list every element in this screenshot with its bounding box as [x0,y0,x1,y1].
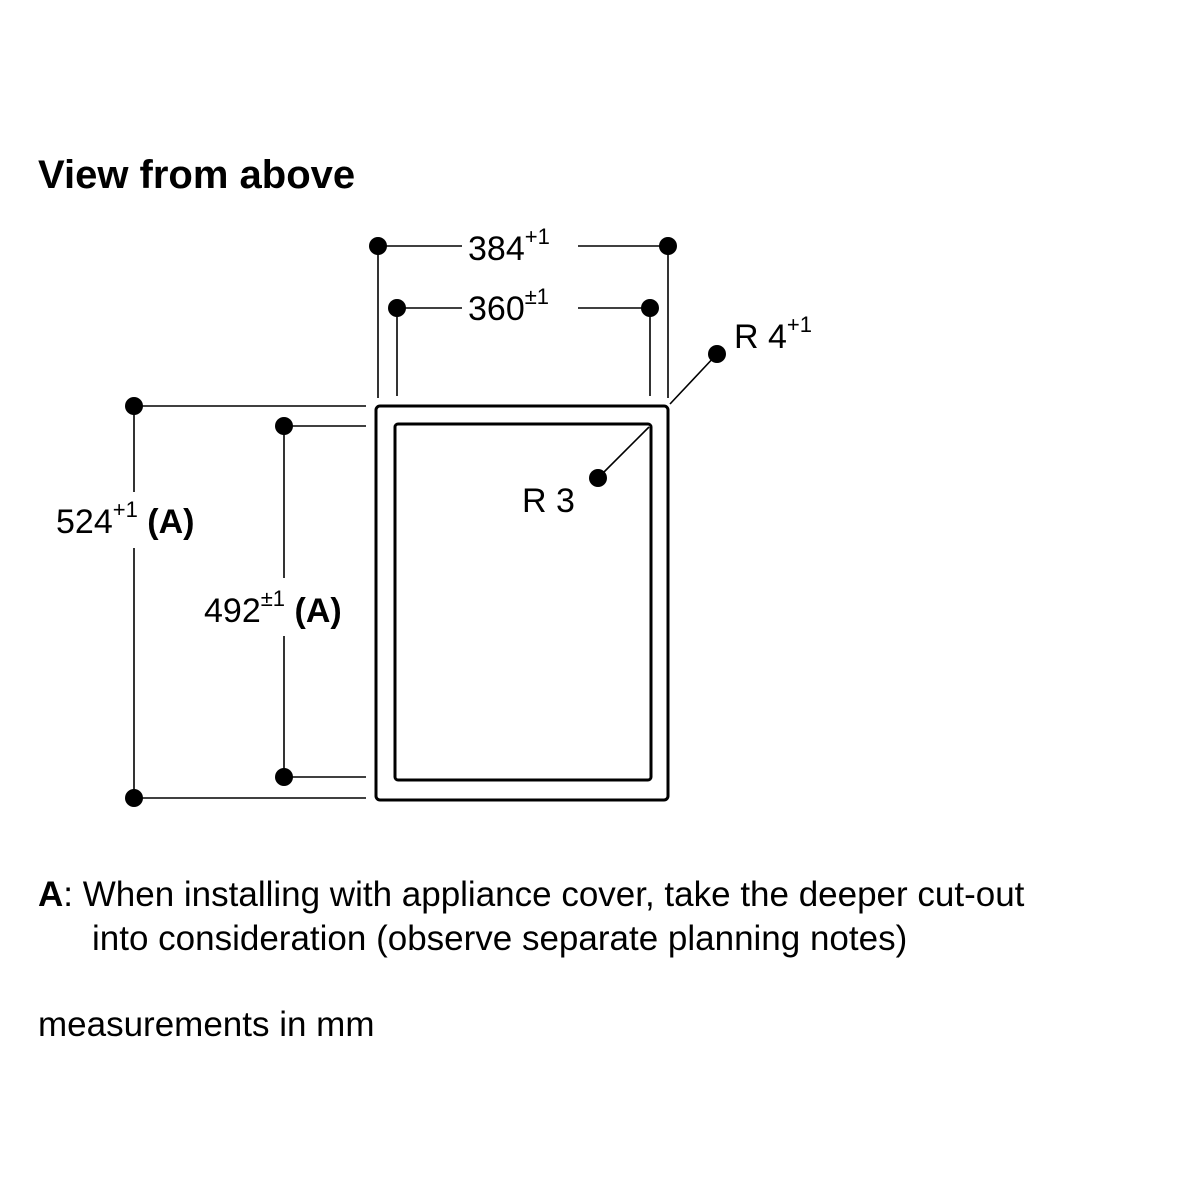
depth-outer-dimension: 524+1 (A) [56,397,366,807]
width-inner-label: 360±1 [468,284,549,328]
depth-inner-label: 492±1 (A) [204,586,342,630]
inner-cutout-outline [393,422,653,782]
radius-outer-callout: R 4+1 [669,312,812,405]
footnote-line-1: A: When installing with appliance cover,… [38,875,1025,914]
depth-inner-dimension: 492±1 (A) [204,417,366,786]
footnote-line-2: into consideration (observe separate pla… [92,919,907,958]
diagram-title: View from above [38,153,355,197]
units-note: measurements in mm [38,1005,374,1044]
width-outer-label: 384+1 [468,224,550,268]
outer-cutout-outline [374,404,670,802]
radius-outer-label: R 4+1 [734,312,812,356]
width-outer-dimension: 384+1 [369,224,677,398]
radius-inner-label: R 3 [522,482,575,520]
width-inner-dimension: 360±1 [388,284,659,396]
depth-outer-label: 524+1 (A) [56,497,194,541]
radius-inner-callout: R 3 [522,426,650,520]
